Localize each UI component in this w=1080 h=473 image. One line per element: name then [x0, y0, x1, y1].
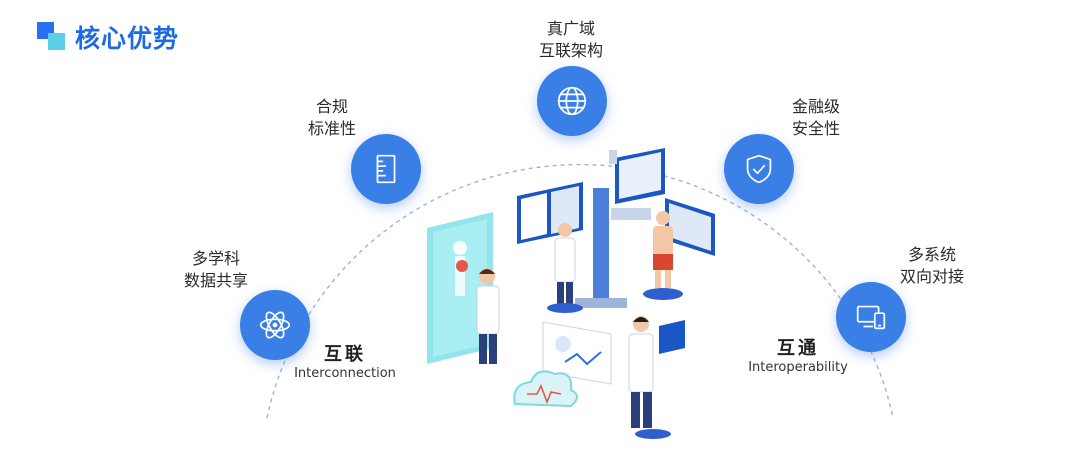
node-label-compliance: 合规标准性 — [307, 97, 356, 138]
patient-figure — [643, 211, 683, 300]
doctor-figure-tablet — [628, 316, 685, 439]
logo-squares-icon — [37, 22, 67, 52]
atom-icon — [259, 311, 291, 339]
doctor-figure-screen — [476, 268, 500, 364]
ruler-icon — [376, 154, 396, 184]
node-multi-system — [836, 282, 906, 352]
node-label-security: 金融级安全性 — [791, 97, 840, 138]
node-security — [724, 134, 794, 204]
medical-illustration — [427, 148, 715, 439]
globe-icon — [557, 86, 587, 116]
doctor-figure-left — [547, 223, 583, 313]
node-wan — [537, 66, 607, 136]
chart-card — [542, 321, 612, 385]
shield-check-icon — [746, 154, 772, 184]
node-label-wan: 真广域互联架构 — [538, 19, 603, 60]
cloud-icon — [513, 370, 578, 408]
node-compliance — [351, 134, 421, 204]
devices-icon — [856, 305, 886, 330]
caption-interoperability: 互通 Interoperability — [748, 338, 848, 375]
anatomy-screen — [427, 212, 493, 364]
node-multi-subject — [240, 290, 310, 360]
caption-interconnection: 互联 Interconnection — [294, 344, 396, 381]
node-label-multi-system: 多系统双向对接 — [899, 245, 964, 286]
xray-monitors — [517, 148, 715, 256]
xray-machine — [575, 150, 651, 308]
page-title: 核心优势 — [75, 24, 180, 53]
node-label-multi-subject: 多学科数据共享 — [183, 249, 248, 290]
page-header: 核心优势 — [37, 20, 179, 54]
